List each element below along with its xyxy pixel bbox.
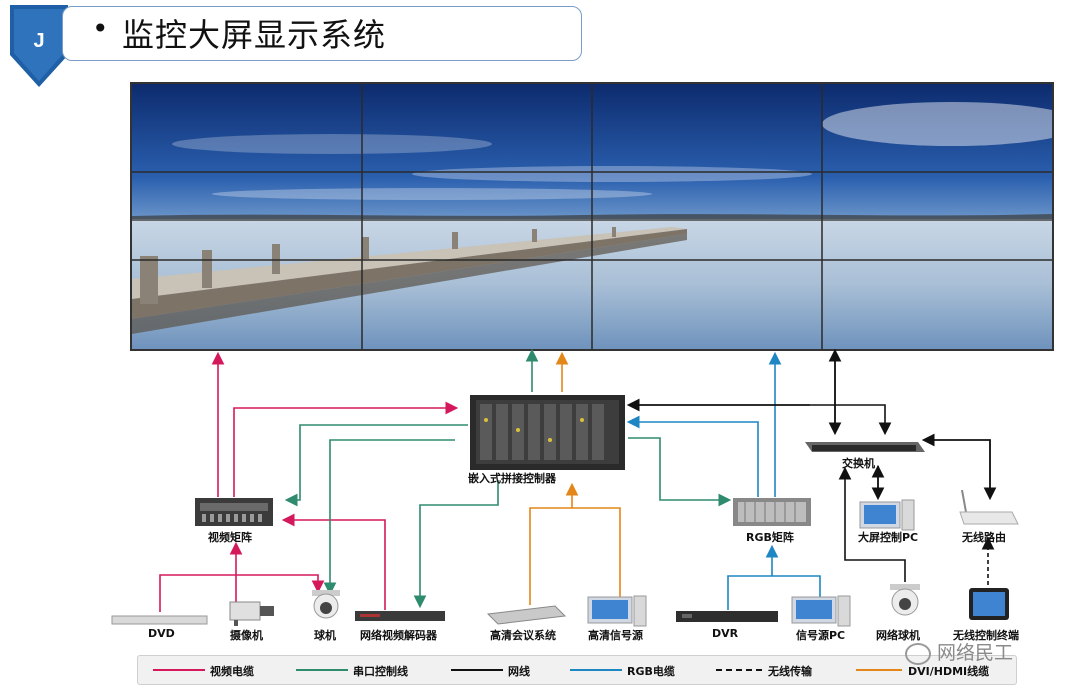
controller-label: 嵌入式拼接控制器	[468, 472, 556, 485]
legend: 视频电缆 串口控制线 网线 RGB电缆 无线传输 DVI/HDMI线缆	[137, 655, 1017, 685]
conference-label: 高清会议系统	[490, 629, 556, 642]
network-switch-device	[805, 442, 925, 452]
title-box	[62, 6, 582, 61]
video-cable-lines	[159, 351, 459, 612]
conference-system-device	[486, 605, 567, 625]
legend-rgb-label: RGB电缆	[627, 665, 675, 678]
legend-network-swatch	[451, 669, 503, 671]
dvd-label: DVD	[148, 627, 175, 640]
hd-source-label: 高清信号源	[588, 629, 643, 642]
rgb-cable-lines	[626, 351, 821, 610]
dvr-label: DVR	[712, 627, 739, 640]
title-bullet: •	[92, 12, 109, 45]
legend-rgb-swatch	[570, 669, 622, 671]
switch-label: 交换机	[842, 457, 875, 470]
legend-dvi-label: DVI/HDMI线缆	[908, 665, 990, 678]
serial-cable-lines	[284, 348, 732, 609]
watermark-icon	[905, 642, 931, 665]
dvd-player-device	[111, 615, 208, 625]
video-decoder-device	[355, 611, 445, 621]
signal-source-pc-device	[791, 595, 851, 627]
video-matrix-label: 视频矩阵	[208, 531, 252, 544]
dvr-device	[676, 611, 778, 622]
legend-network-label: 网线	[508, 665, 530, 678]
wireless-terminal-device	[969, 588, 1009, 620]
decoder-label: 网络视频解码器	[360, 629, 437, 642]
network-dome-camera-device	[890, 584, 920, 616]
page-title: 监控大屏显示系统	[122, 16, 387, 54]
watermark: 网络民工	[905, 638, 1013, 665]
wireless-terminal-label: 无线控制终端	[953, 629, 1019, 642]
section-badge	[10, 5, 68, 87]
dome1-label: 球机	[314, 629, 336, 642]
camera-label: 摄像机	[230, 629, 263, 642]
watermark-text: 网络民工	[937, 642, 1014, 664]
video-wall-image	[132, 84, 1052, 349]
rgb-matrix-device	[733, 498, 811, 526]
video-wall	[130, 82, 1054, 351]
network-cable-lines	[626, 348, 997, 582]
legend-wireless-swatch	[716, 669, 762, 671]
screen-control-pc-device	[859, 499, 915, 531]
hd-signal-source-device	[587, 595, 647, 627]
legend-video-swatch	[153, 669, 205, 671]
dome-camera-device	[312, 590, 340, 619]
dvi-cable-lines	[529, 351, 621, 605]
rgb-matrix-label: RGB矩阵	[746, 531, 794, 544]
badge-letter: J	[33, 30, 45, 52]
legend-serial-label: 串口控制线	[353, 665, 408, 678]
router-label: 无线路由	[962, 531, 1006, 544]
screen-pc-label: 大屏控制PC	[858, 531, 919, 544]
legend-video-label: 视频电缆	[210, 665, 254, 678]
splice-controller-device	[470, 395, 625, 470]
dome2-label: 网络球机	[876, 629, 920, 642]
legend-serial-swatch	[296, 669, 348, 671]
legend-dvi-swatch	[856, 669, 902, 671]
signal-pc-label: 信号源PC	[796, 629, 846, 642]
legend-wireless-label: 无线传输	[768, 665, 812, 678]
wireless-router-device	[959, 489, 1019, 525]
video-matrix-device	[195, 498, 273, 526]
camera-device	[229, 601, 274, 626]
